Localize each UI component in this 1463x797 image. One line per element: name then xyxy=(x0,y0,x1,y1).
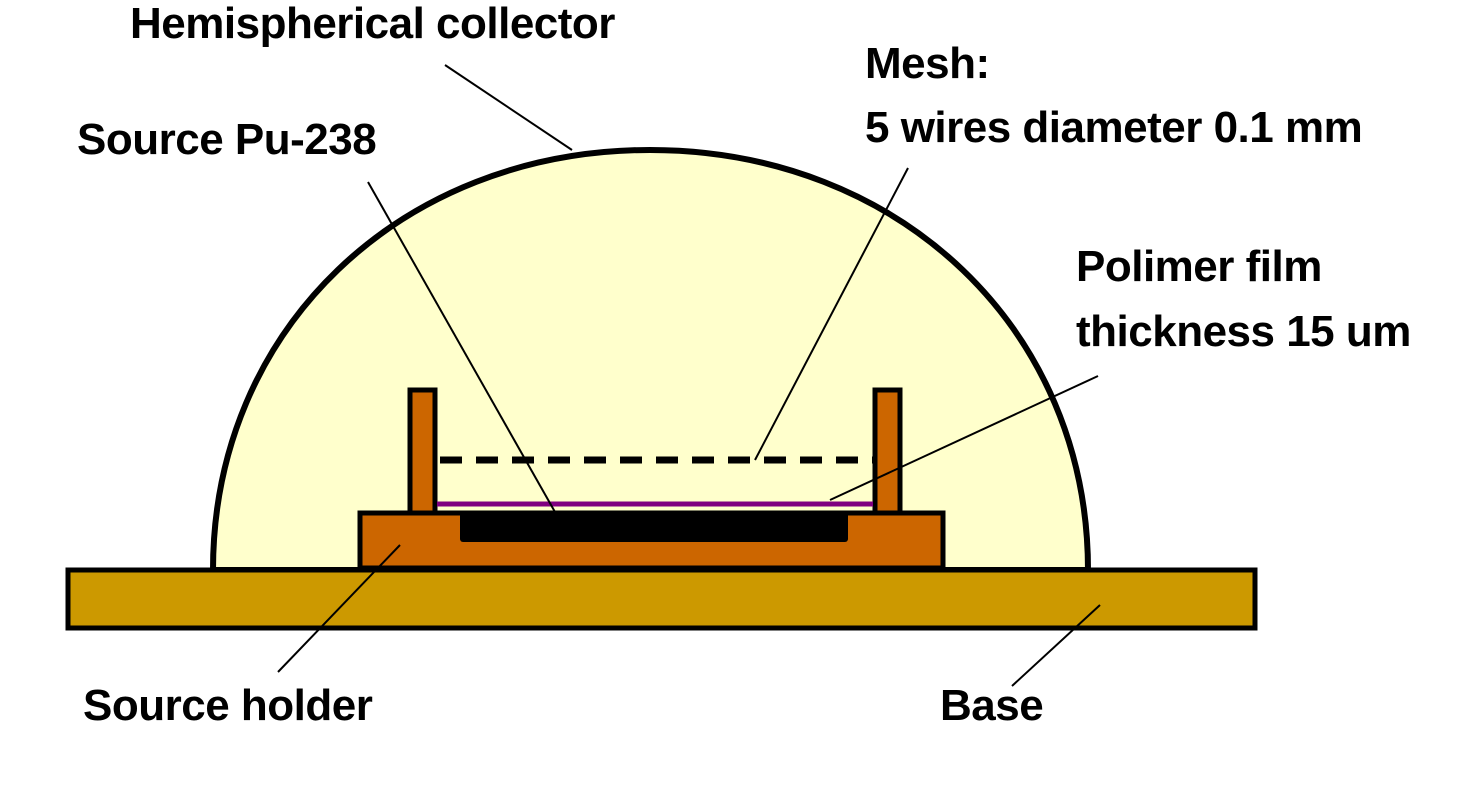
holder-post-right xyxy=(872,387,903,517)
leader-holder xyxy=(277,544,401,673)
label-mesh-detail: 5 wires diameter 0.1 mm xyxy=(865,103,1363,152)
label-source-holder: Source holder xyxy=(83,681,373,730)
label-hemispherical-collector: Hemispherical collector xyxy=(130,0,615,48)
label-film-detail: thickness 15 um xyxy=(1076,307,1411,356)
label-film-title: Polimer film xyxy=(1076,242,1322,291)
leader-film xyxy=(829,375,1099,501)
hemispherical-collector xyxy=(209,146,1092,573)
leader-base xyxy=(1011,604,1101,687)
holder-post-left xyxy=(407,387,438,517)
label-base: Base xyxy=(940,681,1044,730)
label-mesh-title: Mesh: xyxy=(865,39,990,88)
leader-mesh xyxy=(754,167,909,461)
source-pu238 xyxy=(460,512,848,542)
leader-source xyxy=(367,181,556,513)
leader-collector xyxy=(444,64,573,151)
label-source: Source Pu-238 xyxy=(77,115,377,164)
base xyxy=(65,567,1258,631)
